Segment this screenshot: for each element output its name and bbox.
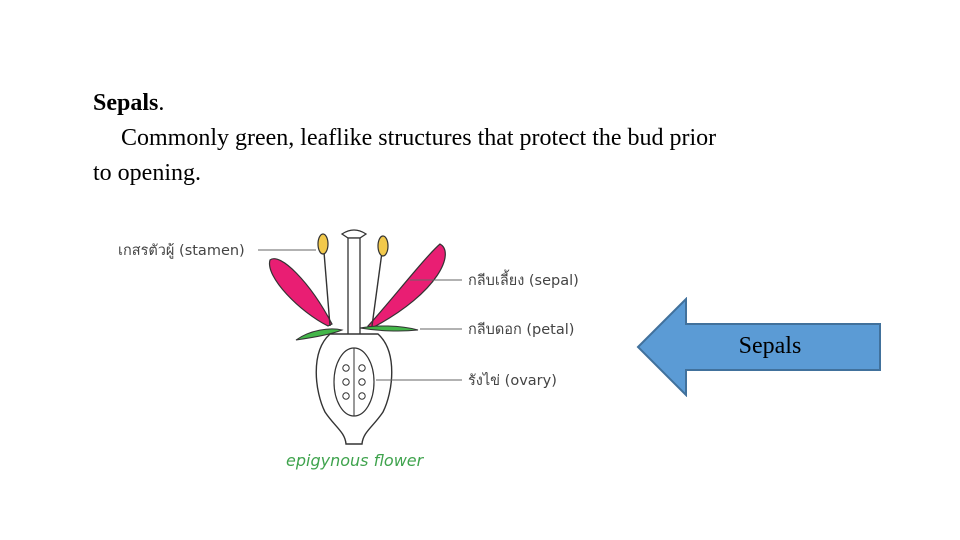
sepal-right xyxy=(368,244,445,328)
ovule xyxy=(359,393,365,399)
heading: Sepals xyxy=(93,90,158,116)
petal-right xyxy=(360,326,418,331)
ovule xyxy=(343,365,349,371)
label-sepal: กลีบเลี้ยง (sepal) xyxy=(468,269,579,289)
anther-left xyxy=(318,234,328,254)
ovule xyxy=(359,365,365,371)
label-ovary: รังไข่ (ovary) xyxy=(468,371,557,389)
ovule xyxy=(343,393,349,399)
sepal-left xyxy=(270,259,332,326)
body-line-1: Commonly green, leaflike structures that… xyxy=(93,121,853,156)
ovule xyxy=(359,379,365,385)
heading-line: Sepals. xyxy=(93,86,853,121)
flower-diagram: เกสรตัวผู้ (stamen) กลีบเลี้ยง (sepal) ก… xyxy=(110,222,610,482)
body-line-2: to opening. xyxy=(93,156,853,191)
arrow-label: Sepals xyxy=(700,333,840,360)
slide-text: Sepals. Commonly green, leaflike structu… xyxy=(93,86,853,191)
diagram-caption: epigynous flower xyxy=(286,451,425,470)
label-stamen: เกสรตัวผู้ (stamen) xyxy=(118,242,245,259)
ovule xyxy=(343,379,349,385)
label-petal: กลีบดอก (petal) xyxy=(468,321,574,338)
stigma xyxy=(342,230,366,238)
heading-period: . xyxy=(158,90,164,116)
style xyxy=(348,238,360,338)
anther-right xyxy=(378,236,388,256)
